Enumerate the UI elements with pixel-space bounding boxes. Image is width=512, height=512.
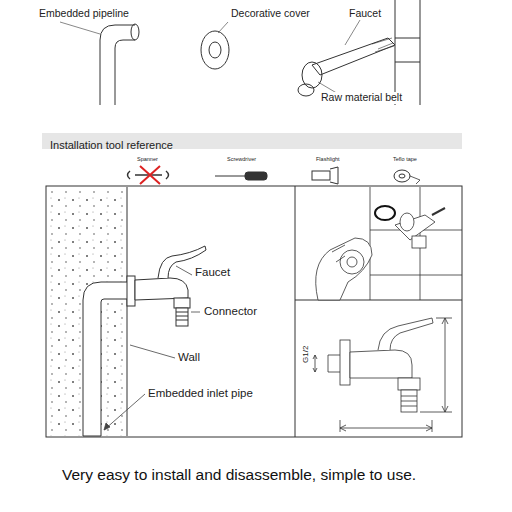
tool-name: Spanner	[136, 156, 159, 162]
part-label: Raw material belt	[320, 92, 403, 104]
cross-mark	[140, 166, 160, 184]
seal-ring	[375, 206, 395, 220]
part-label: Faucet	[348, 8, 382, 20]
part-label: Connector	[203, 305, 258, 318]
flange	[127, 276, 135, 306]
flashlight-icon	[312, 171, 330, 180]
screwdriver-icon	[245, 172, 267, 180]
part-label: Faucet	[194, 266, 231, 279]
band-title: Installation tool reference	[50, 139, 173, 151]
pipe-end	[131, 24, 139, 40]
faucet	[135, 278, 188, 300]
pipe	[115, 40, 135, 105]
tape-icon	[394, 170, 410, 182]
dimension: G1/2	[302, 345, 311, 364]
part-label: Decorative cover	[230, 8, 311, 20]
part-label: Embedded inlet pipe	[147, 387, 254, 400]
faucet	[350, 350, 412, 378]
connector	[174, 298, 190, 308]
part-label: Embedded pipeline	[38, 8, 130, 20]
tool-name: Flashlight	[315, 156, 341, 162]
flange	[340, 340, 350, 385]
tool-reference-band: Installation tool reference	[42, 133, 462, 149]
pipe	[100, 25, 135, 105]
faucet-body	[312, 38, 395, 75]
decorative-cover	[209, 42, 221, 58]
hand	[316, 238, 372, 300]
tool-name: Screwdriver	[226, 156, 257, 162]
part-label: Wall	[177, 351, 201, 364]
connector	[176, 308, 188, 326]
decorative-cover	[201, 31, 229, 69]
tool-name: Teflo tape	[392, 156, 418, 162]
caption: Very easy to install and disassemble, si…	[62, 466, 416, 483]
pipe	[395, 0, 420, 105]
frame	[46, 186, 462, 437]
